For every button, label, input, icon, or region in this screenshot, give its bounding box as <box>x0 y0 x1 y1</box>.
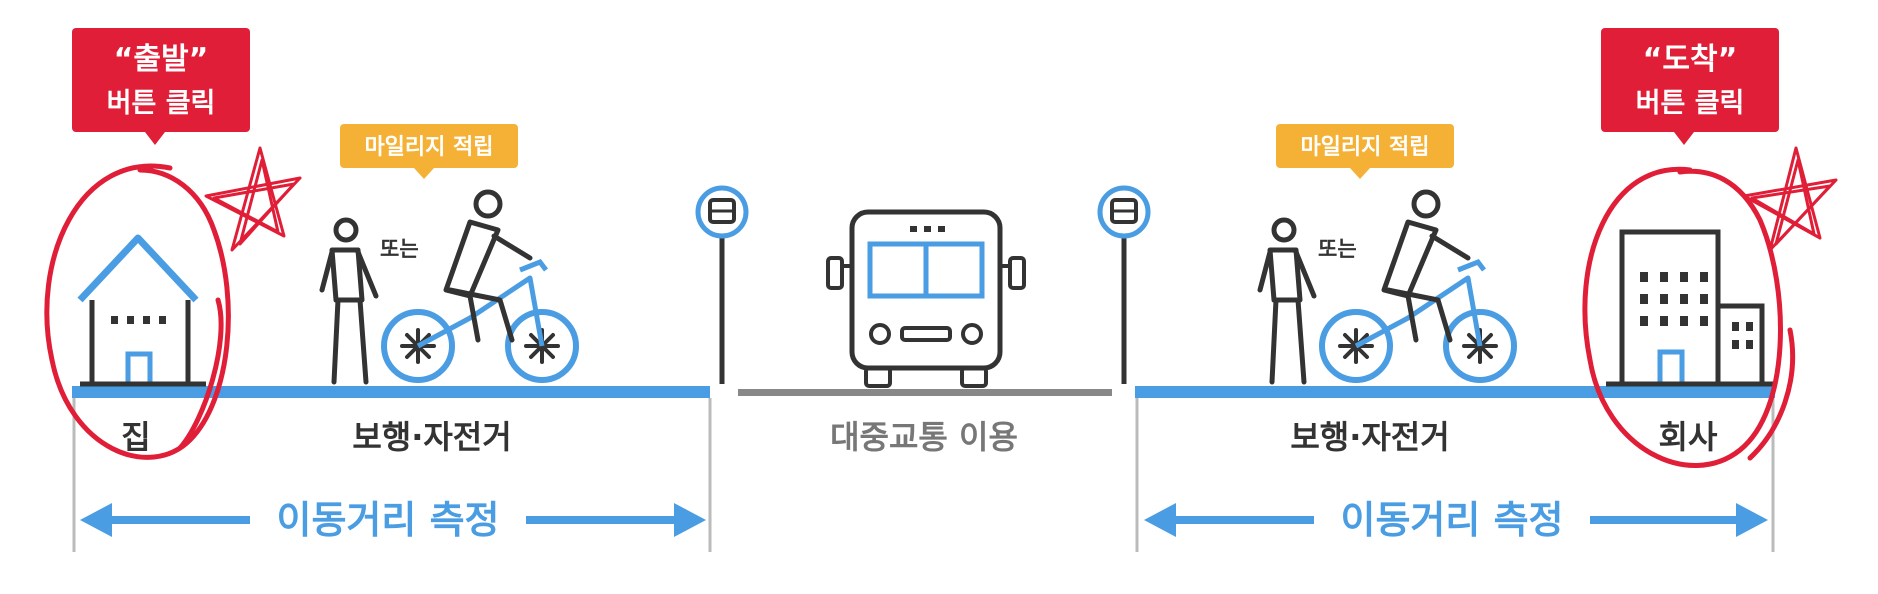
measure-label-right: 이동거리 측정 <box>1341 498 1564 542</box>
end-callout-line1: “도착” <box>1643 42 1738 77</box>
or-label-right: 또는 <box>1318 237 1357 261</box>
end-callout: “도착” 버튼 클릭 <box>1601 28 1779 145</box>
label-office: 회사 <box>1659 418 1718 456</box>
ground-line-right <box>1135 386 1775 398</box>
label-walk-bike-right: 보행·자전거 <box>1290 418 1449 456</box>
cyclist-icon <box>1319 189 1517 383</box>
measure-label-left: 이동거리 측정 <box>277 498 500 542</box>
label-home: 집 <box>121 418 150 456</box>
mileage-badge-right: 마일리지 적립 <box>1276 124 1454 179</box>
building-icon <box>1606 229 1776 387</box>
start-callout-line1: “출발” <box>114 42 209 77</box>
cyclist-icon <box>381 189 579 383</box>
mileage-badge-left-text: 마일리지 적립 <box>364 135 493 160</box>
start-callout-line2: 버튼 클릭 <box>107 88 216 119</box>
bus-stop-icon <box>695 185 749 384</box>
ground-line-transit <box>738 389 1112 396</box>
star-doodle-icon <box>1742 146 1838 252</box>
end-circle-doodle <box>1582 166 1796 468</box>
label-walk-bike-left: 보행·자전거 <box>352 418 511 456</box>
start-circle-doodle <box>44 163 231 460</box>
label-transit: 대중교통 이용 <box>830 418 1018 456</box>
measure-arrow-right: 이동거리 측정 <box>1144 498 1768 542</box>
end-callout-line2: 버튼 클릭 <box>1636 88 1745 119</box>
star-doodle-icon <box>204 146 302 252</box>
walker-icon <box>1257 217 1317 385</box>
mileage-badge-left: 마일리지 적립 <box>340 124 518 179</box>
measure-arrow-left: 이동거리 측정 <box>80 498 706 542</box>
walker-icon <box>319 217 379 385</box>
or-label-left: 또는 <box>380 237 419 261</box>
house-icon <box>77 234 206 387</box>
mileage-badge-right-text: 마일리지 적립 <box>1300 135 1429 160</box>
bus-icon <box>826 209 1026 388</box>
bus-stop-icon <box>1097 185 1151 384</box>
guide-lines <box>72 398 1775 552</box>
start-callout: “출발” 버튼 클릭 <box>72 28 250 145</box>
ground-line-left <box>72 386 710 398</box>
